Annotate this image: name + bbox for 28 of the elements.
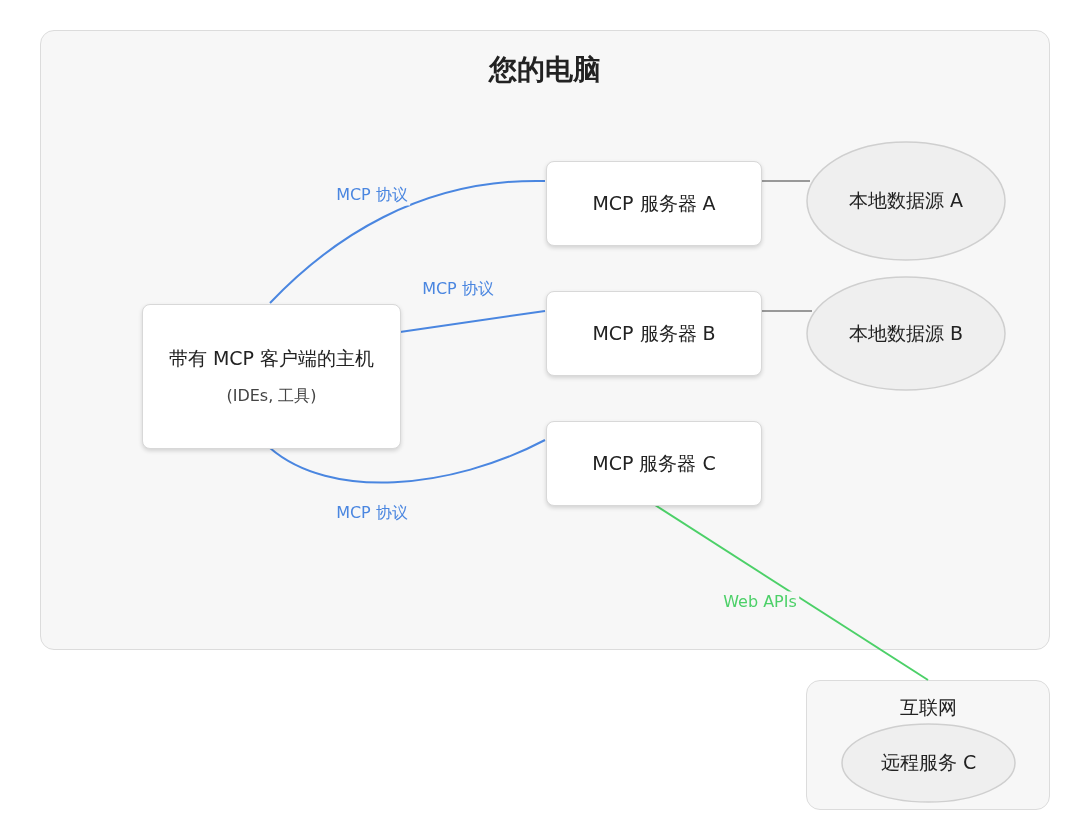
process-box xyxy=(546,161,762,246)
panel-title: 互联网 xyxy=(899,695,957,720)
connector-line xyxy=(654,504,929,681)
computer-panel xyxy=(40,30,1050,650)
connector-line xyxy=(761,310,813,312)
data-ellipse xyxy=(806,276,1006,391)
internet-panel xyxy=(806,680,1050,810)
node-label: MCP 服务器 A xyxy=(592,190,716,216)
connector-line xyxy=(269,439,546,484)
node-subtitle: (IDEs, 工具) xyxy=(226,386,317,407)
connector-line xyxy=(761,180,811,182)
panel-title: 您的电脑 xyxy=(489,52,601,88)
edge-label: MCP 协议 xyxy=(334,502,410,524)
data-ellipse xyxy=(841,723,1016,803)
node-label: 远程服务 C xyxy=(880,750,977,775)
node-label: MCP 服务器 C xyxy=(592,450,716,476)
edge-label: MCP 协议 xyxy=(420,278,496,300)
node-label: 带有 MCP 客户端的主机 xyxy=(168,346,375,371)
edge-label: MCP 协议 xyxy=(334,184,410,206)
node-label: MCP 服务器 B xyxy=(592,320,716,346)
connector-line xyxy=(269,180,546,304)
node-label: 本地数据源 A xyxy=(848,188,963,213)
node-label: 本地数据源 B xyxy=(848,320,964,346)
process-box xyxy=(142,304,401,449)
process-box xyxy=(546,421,762,506)
process-box xyxy=(546,291,762,376)
data-ellipse xyxy=(806,141,1006,261)
connector-line xyxy=(399,310,546,333)
